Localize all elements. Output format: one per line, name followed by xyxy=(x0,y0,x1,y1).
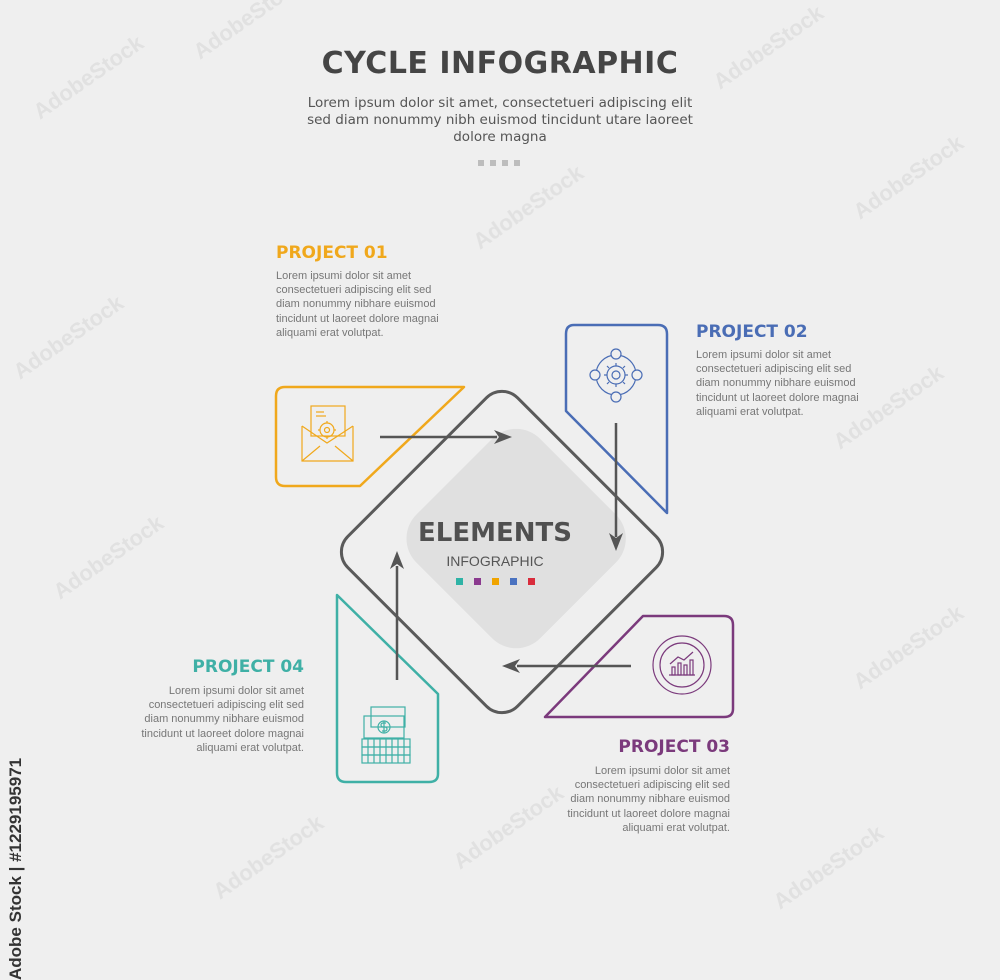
page-subtitle: Lorem ipsum dolor sit amet, consectetuer… xyxy=(307,95,693,145)
project-01-shape xyxy=(274,385,466,488)
envelope-gear-icon xyxy=(301,405,354,462)
watermark-text: AdobeStock xyxy=(449,780,569,875)
center-diamond-fill xyxy=(406,428,626,649)
center-swatch xyxy=(474,578,481,585)
project-02-title: PROJECT 02 xyxy=(696,322,808,342)
chart-circle-icon xyxy=(652,635,712,695)
center-swatch xyxy=(492,578,499,585)
watermark-text: AdobeStock xyxy=(469,160,589,255)
center-swatch xyxy=(510,578,517,585)
watermark-text: AdobeStock xyxy=(769,820,889,915)
watermark-text: AdobeStock xyxy=(849,600,969,695)
cycle-arrows xyxy=(380,423,631,680)
money-stack-icon xyxy=(361,706,411,764)
project-02-shape xyxy=(564,323,669,515)
stock-id-label: Adobe Stock | #1229195971 xyxy=(6,740,32,980)
center-diamond-outline xyxy=(339,389,665,715)
project-04-shape xyxy=(335,593,440,784)
watermark-text: AdobeStock xyxy=(209,810,329,905)
project-04-text: Lorem ipsumi dolor sit amet consectetuer… xyxy=(141,685,304,754)
project-03-title: PROJECT 03 xyxy=(618,737,730,757)
page-title: CYCLE INFOGRAPHIC xyxy=(321,46,679,81)
center-title: ELEMENTS xyxy=(418,518,572,548)
center-swatch xyxy=(528,578,535,585)
stock-id-text: Adobe Stock | #1229195971 xyxy=(6,757,25,980)
gear-network-icon xyxy=(589,348,643,403)
divider-dots xyxy=(478,160,520,166)
project-01-text: Lorem ipsumi dolor sit amet consectetuer… xyxy=(276,270,439,339)
center-subtitle: INFOGRAPHIC xyxy=(446,553,544,569)
center-swatch xyxy=(456,578,463,585)
project-03-shape xyxy=(543,614,735,719)
project-02-text: Lorem ipsumi dolor sit amet consectetuer… xyxy=(696,349,859,418)
project-03-text: Lorem ipsumi dolor sit amet consectetuer… xyxy=(567,765,730,834)
watermark-text: AdobeStock xyxy=(9,290,129,385)
watermark-text: AdobeStock xyxy=(49,510,169,605)
center-swatches xyxy=(456,578,535,585)
project-01-title: PROJECT 01 xyxy=(276,243,388,263)
project-04-title: PROJECT 04 xyxy=(192,657,304,677)
watermark-text: AdobeStock xyxy=(849,130,969,225)
